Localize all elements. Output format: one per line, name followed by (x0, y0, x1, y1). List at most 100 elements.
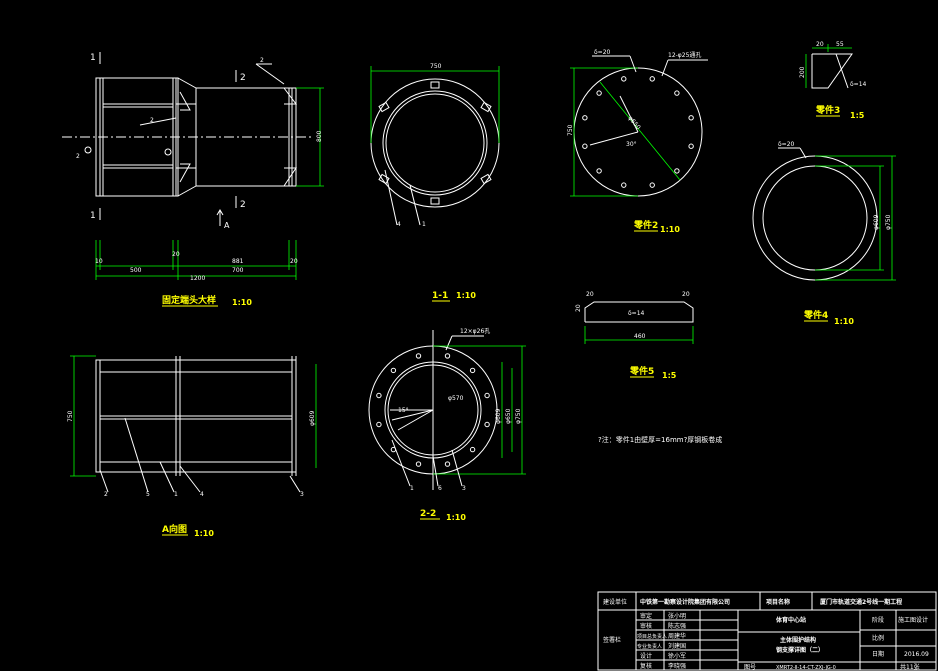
part3-20: 20 (816, 41, 824, 48)
bolt-hole (688, 143, 694, 149)
weld-label-b: 2 (150, 117, 154, 124)
dim-20: 20 (172, 251, 180, 258)
bolt-hole (444, 461, 451, 467)
part5-scale: 1:5 (662, 371, 677, 380)
a-view: 750 φ609 2 5 1 4 3 A向图 1:10 (67, 355, 317, 538)
bolt-hole (415, 461, 422, 467)
part5-delta: δ=14 (628, 310, 645, 317)
tb-row-role: 项目总负责人 (637, 633, 667, 640)
tb-title-2: 钢支撑详图（二） (776, 646, 824, 654)
tb-rows: 审定 张小明 审核 陈志强 项目总负责人 周建华 专业负责人 刘建国 设计 徐小… (637, 612, 686, 670)
bolt-hole (376, 421, 382, 428)
part5-460: 460 (634, 333, 646, 340)
sec2-leader-1: 1 (410, 485, 414, 492)
tb-row-name: 张小明 (668, 612, 686, 620)
part2-dim-750: 750 (567, 124, 574, 136)
aview-title: A向图 (162, 523, 187, 535)
title-block: 建设单位 中铁第一勘察设计院集团有限公司 项目名称 厦门市轨道交通2号线一期工程… (597, 591, 937, 671)
aview-leader-3: 3 (300, 491, 304, 498)
dim-800: 800 (316, 130, 323, 142)
aview-scale: 1:10 (194, 529, 214, 538)
tb-row-name: 陈志强 (668, 622, 686, 630)
dim-700: 700 (232, 267, 244, 274)
part4-title: 零件4 (803, 309, 828, 321)
dim-10a: 10 (95, 258, 103, 265)
bolt-hole (649, 182, 655, 188)
aview-leader-2: 2 (104, 491, 108, 498)
weld-label-a: 2 (260, 57, 264, 64)
tb-date-value: 2016.09 (904, 651, 929, 658)
tb-row-role: 审核 (640, 622, 652, 630)
bolt-hole (484, 421, 490, 428)
tb-sign-label: 签署栏 (603, 636, 621, 644)
part3-200: 200 (799, 66, 806, 78)
sec1-title: 1-1 (432, 291, 448, 301)
part3-scale: 1:5 (850, 111, 865, 120)
part2-dia: φ650 (626, 115, 641, 131)
sec2-609: φ609 (495, 408, 502, 424)
tb-drawing-no-label: 图号 (744, 664, 756, 671)
bolt-hole (469, 446, 476, 453)
aview-leader-1: 1 (174, 491, 178, 498)
part-5: 460 20 20 20 δ=14 零件5 1:5 (575, 291, 694, 380)
bolt-hole (621, 76, 627, 82)
bolt-hole (596, 90, 602, 96)
tb-row-role: 审定 (640, 612, 652, 620)
sec1-leader-4: 4 (397, 221, 401, 228)
sec2-angle: 15° (398, 407, 409, 414)
aview-609: φ609 (309, 410, 316, 426)
sec2-title: 2-2 (420, 509, 436, 519)
tb-sheet-no: 共11张 (900, 663, 920, 671)
part4-scale: 1:10 (834, 317, 854, 326)
sec2-scale: 1:10 (446, 513, 466, 522)
part2-delta: δ=20 (594, 49, 611, 56)
part5-title: 零件5 (629, 365, 654, 377)
cut-2-bottom: 2 (240, 200, 246, 210)
tb-row-role: 复核 (640, 662, 652, 670)
tb-row-name: 周建华 (668, 632, 686, 640)
tb-company: 中铁第一勘察设计院集团有限公司 (640, 598, 730, 606)
aview-750: 750 (67, 410, 74, 422)
part-3: 20 55 200 δ=14 零件3 1:5 (799, 41, 867, 120)
part2-title: 零件2 (633, 219, 658, 231)
dim-881: 881 (232, 258, 244, 265)
bolt-hole (596, 168, 602, 174)
bolt-hole (582, 115, 588, 121)
part5-20a: 20 (586, 291, 594, 298)
cut-1-bottom: 1 (90, 211, 96, 221)
main-label-2a: 2 (76, 153, 80, 160)
bolt-hole (674, 90, 680, 96)
tb-row-name: 李晓强 (668, 662, 686, 670)
dim-20b: 20 (290, 258, 298, 265)
cut-1-top: 1 (90, 53, 96, 63)
part5-20c: 20 (575, 304, 582, 312)
drawing-note: ?注：零件1由壁厚=16mm?厚钢板卷成 (598, 435, 722, 444)
tb-stage-value: 施工图设计 (898, 616, 928, 624)
main-view-title: 固定端头大样 (162, 294, 216, 306)
sec1-dim-750: 750 (430, 63, 442, 70)
part3-title: 零件3 (815, 104, 840, 116)
bolt-hole (469, 367, 476, 374)
tb-title-1: 主体围护结构 (780, 636, 816, 644)
dim-500: 500 (130, 267, 142, 274)
aview-leader-4: 4 (200, 491, 204, 498)
part5-20b: 20 (682, 291, 690, 298)
sec1-leader-1: 1 (422, 221, 426, 228)
bolt-hole (582, 143, 588, 149)
tb-scale-label: 比例 (872, 634, 884, 642)
bolt-hole (674, 168, 680, 174)
bolt-hole (376, 392, 382, 399)
part-2: 30° φ650 750 δ=20 12-φ25通孔 零件2 1:10 (567, 49, 708, 234)
tb-stage-label: 阶段 (872, 616, 884, 624)
tb-drawing-no: XMRT2-Ⅱ-14-CT-ZXJ-JG-0 (776, 665, 836, 671)
bolt-hole (484, 392, 490, 399)
tb-row-name: 徐小军 (668, 652, 686, 660)
tb-row-role: 设计 (640, 652, 652, 660)
cut-2-top: 2 (240, 73, 246, 83)
bolt-hole (688, 115, 694, 121)
part-4: δ=20 φ609 φ750 零件4 1:10 (752, 141, 896, 326)
sec2-750: φ750 (515, 408, 522, 424)
part2-holes: 12-φ25通孔 (668, 51, 701, 59)
part4-609: φ609 (873, 214, 880, 230)
